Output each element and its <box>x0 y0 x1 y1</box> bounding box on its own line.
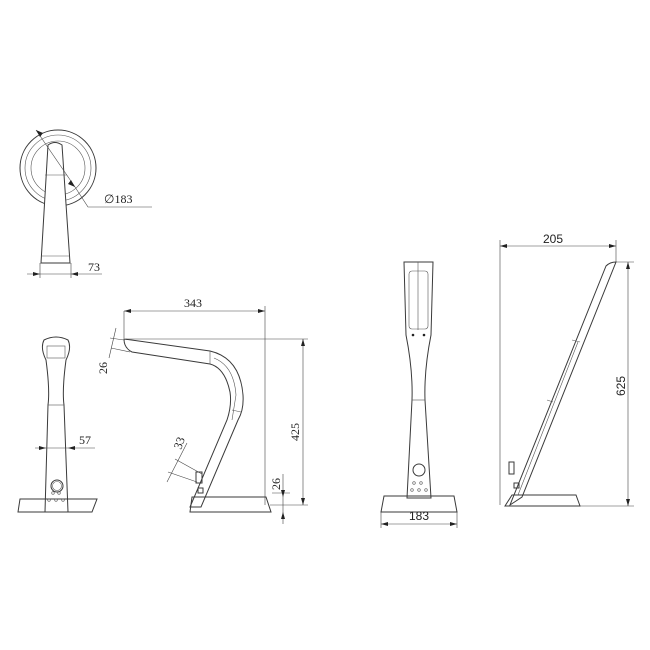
base-width-label: 183 <box>409 509 429 523</box>
arrow-icon <box>68 446 75 450</box>
switch-label: 33 <box>171 435 188 451</box>
lamp-arm <box>123 338 244 508</box>
arrow-icon <box>609 244 616 248</box>
base <box>189 496 272 513</box>
diameter-line <box>35 129 76 188</box>
arrow-icon <box>281 490 285 497</box>
arrow-icon <box>626 499 630 506</box>
arrow-icon <box>281 512 285 519</box>
arrow-icon <box>500 244 507 248</box>
switch <box>508 461 515 475</box>
head-thickness-dim-line <box>108 327 117 359</box>
lamp-arm <box>508 261 617 507</box>
button-dots <box>410 481 428 492</box>
usb-port <box>197 487 204 494</box>
arrow-icon <box>626 262 630 269</box>
arrow-icon <box>68 180 75 187</box>
knob-inner <box>52 481 62 491</box>
side-view-upright: 205 625 <box>499 232 634 507</box>
head-thickness-label: 26 <box>96 362 110 374</box>
width-label: 57 <box>79 433 91 447</box>
arrow-icon <box>301 498 305 505</box>
arrow-icon <box>258 309 265 313</box>
indicator-dot <box>422 333 426 337</box>
band-line <box>571 339 581 343</box>
diameter-leader <box>74 186 152 208</box>
arrow-icon <box>33 272 40 276</box>
ext-line <box>110 347 131 353</box>
top-view: ∅183 73 <box>19 129 152 278</box>
base <box>17 498 98 513</box>
reach-label: 343 <box>184 296 202 310</box>
led-panel <box>408 270 429 330</box>
usb-port <box>513 482 520 489</box>
side-view-bent: 343 425 26 26 33 <box>96 296 308 524</box>
arrow-icon <box>450 522 457 526</box>
switch-dim-line <box>166 442 188 483</box>
indicator-dot <box>411 333 415 337</box>
inner-line <box>213 357 237 421</box>
diameter-label: ∅183 <box>104 192 132 206</box>
arrow-icon <box>381 522 388 526</box>
inner-line <box>517 341 579 496</box>
button-dots <box>47 491 65 502</box>
arrow-icon <box>36 130 43 137</box>
arrow-icon <box>124 309 131 313</box>
ext-line <box>109 337 125 341</box>
band-line <box>546 399 554 403</box>
width-label: 73 <box>88 260 100 274</box>
lamp-body-top <box>40 142 71 264</box>
ext-line <box>174 458 203 475</box>
depth-label: 205 <box>543 232 563 246</box>
lamp-outline <box>41 336 71 513</box>
dimmer-knob-icon <box>50 479 64 493</box>
dimmer-knob-icon <box>412 463 426 477</box>
head-window <box>46 345 66 359</box>
arrow-icon <box>301 339 305 346</box>
base-height-label: 26 <box>269 478 283 490</box>
height-label: 425 <box>288 423 302 441</box>
ext-line <box>167 471 198 483</box>
front-view-upright: 183 <box>380 261 458 528</box>
front-view-small: 57 <box>17 336 98 513</box>
height-label: 625 <box>614 376 628 396</box>
arrow-icon <box>71 272 78 276</box>
arrow-icon <box>39 446 46 450</box>
lamp-outline <box>403 261 434 499</box>
